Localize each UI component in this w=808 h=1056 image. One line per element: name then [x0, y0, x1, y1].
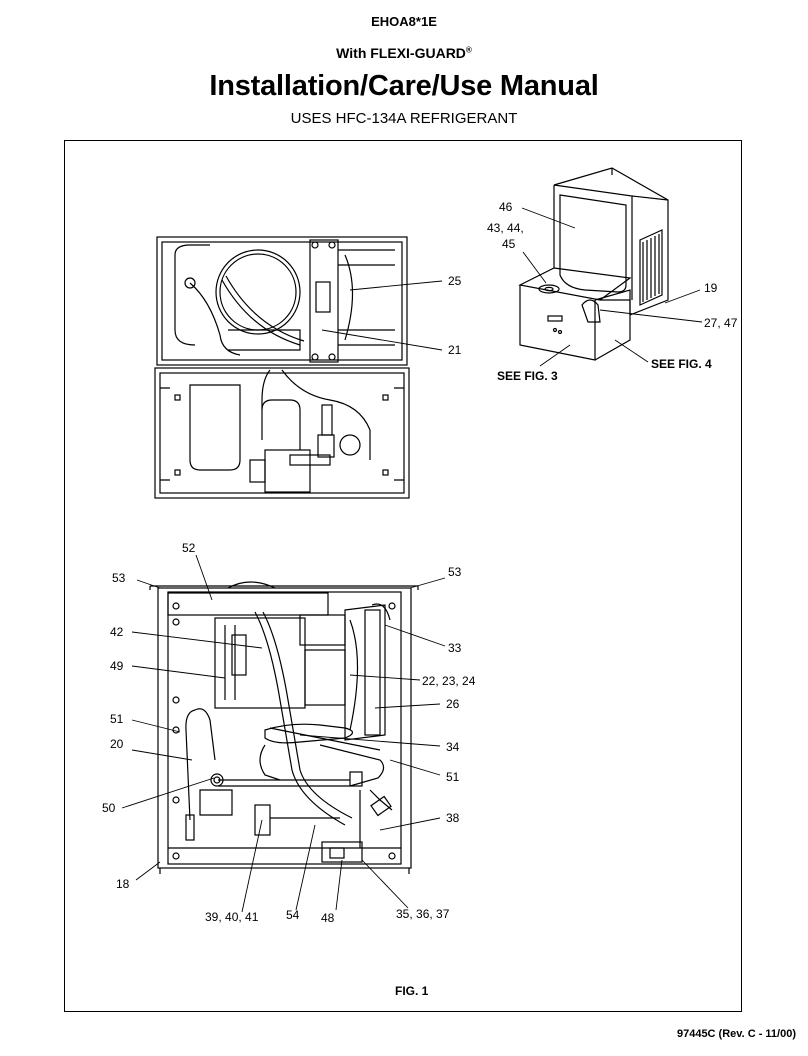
callout-25: 25 [448, 274, 462, 288]
callout-26: 26 [446, 697, 460, 711]
top-view-lower [154, 367, 410, 499]
callout-45: 45 [502, 237, 516, 251]
callout-35-36-37: 35, 36, 37 [396, 907, 450, 921]
callout-50: 50 [102, 801, 116, 815]
callout-43-44: 43, 44, [487, 221, 524, 235]
callout-18: 18 [116, 877, 130, 891]
page-title: Installation/Care/Use Manual [209, 70, 599, 102]
callout-20: 20 [110, 737, 124, 751]
callout-49: 49 [110, 659, 124, 673]
callout-52: 52 [182, 541, 196, 555]
see-fig-4-label: SEE FIG. 4 [651, 357, 712, 371]
model-number: EHOA8*1E [371, 14, 437, 29]
callout-38: 38 [446, 811, 460, 825]
callout-42: 42 [110, 625, 124, 639]
callout-48: 48 [321, 911, 335, 925]
callout-27-47: 27, 47 [704, 316, 738, 330]
callout-51-left: 51 [110, 712, 124, 726]
callout-53-right: 53 [448, 565, 462, 579]
callout-39-40-41: 39, 40, 41 [205, 910, 259, 924]
callout-19: 19 [704, 281, 718, 295]
document-number: 97445C (Rev. C - 11/00) [676, 1028, 796, 1040]
front-view [149, 581, 419, 874]
callout-22-23-24: 22, 23, 24 [422, 674, 476, 688]
refrigerant-note: USES HFC-134A REFRIGERANT [290, 110, 518, 127]
callout-21: 21 [448, 343, 462, 357]
figure-frame [64, 140, 742, 1012]
see-fig-3-label: SEE FIG. 3 [497, 369, 558, 383]
callout-53-left: 53 [112, 571, 126, 585]
leader-lines [121, 207, 703, 913]
subtitle: With FLEXI-GUARD® [0, 45, 808, 61]
callout-54: 54 [286, 908, 300, 922]
callout-51-right: 51 [446, 770, 460, 784]
callout-46: 46 [499, 200, 513, 214]
registered-mark: ® [465, 45, 472, 55]
callout-34: 34 [446, 740, 460, 754]
top-view-upper [156, 236, 408, 366]
figure-caption: FIG. 1 [395, 984, 429, 998]
subtitle-text: With FLEXI-GUARD [336, 45, 466, 61]
callout-33: 33 [448, 641, 462, 655]
cabinet-isometric [518, 167, 669, 361]
